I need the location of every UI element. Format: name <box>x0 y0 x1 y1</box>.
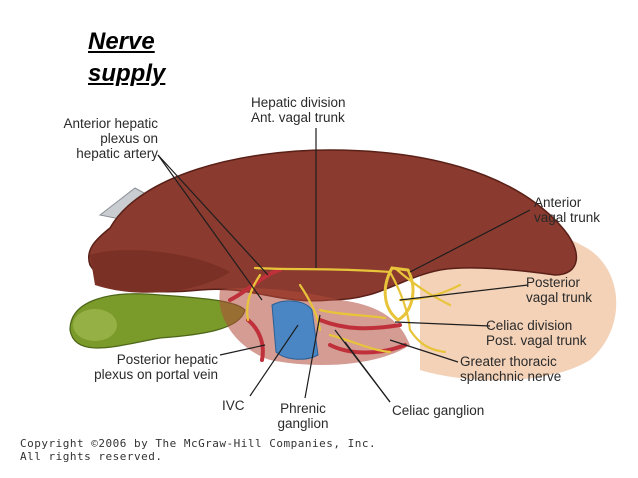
liver-lower-lobe <box>90 250 230 293</box>
label-line: Posterior <box>526 275 581 290</box>
label-anterior-vagal-trunk: Anterior vagal trunk <box>534 195 600 225</box>
label-line: Post. vagal trunk <box>486 333 587 348</box>
title-line-2: supply <box>88 60 166 87</box>
label-line: Ant. vagal trunk <box>251 110 345 125</box>
label-line: Hepatic division <box>251 95 346 110</box>
label-line: Anterior hepatic <box>63 116 158 131</box>
label-line: Posterior hepatic <box>116 352 218 367</box>
label-line: Phrenic <box>280 401 326 416</box>
label-posterior-vagal-trunk: Posterior vagal trunk <box>526 275 592 305</box>
label-celiac-division: Celiac division Post. vagal trunk <box>486 318 587 348</box>
leader-lines <box>157 128 531 403</box>
copyright-notice: Copyright ©2006 by The McGraw-Hill Compa… <box>20 437 376 463</box>
label-ivc: IVC <box>222 398 245 413</box>
title-line-1: Nerve <box>88 28 155 55</box>
label-phrenic-ganglion: Phrenic ganglion <box>268 401 338 431</box>
label-hepatic-division: Hepatic division Ant. vagal trunk <box>251 95 346 125</box>
label-line: splanchnic nerve <box>460 369 562 384</box>
label-line: vagal trunk <box>526 290 593 305</box>
label-greater-thoracic-splanchnic: Greater thoracic splanchnic nerve <box>460 354 561 384</box>
label-line: Anterior <box>534 195 582 210</box>
label-line: plexus on portal vein <box>94 367 218 382</box>
label-line: Celiac ganglion <box>392 403 485 418</box>
label-posterior-hepatic-plexus: Posterior hepatic plexus on portal vein <box>46 352 218 382</box>
label-celiac-ganglion: Celiac ganglion <box>392 403 484 418</box>
label-line: IVC <box>222 398 245 413</box>
label-anterior-hepatic-plexus: Anterior hepatic plexus on hepatic arter… <box>22 116 158 161</box>
label-line: Greater thoracic <box>460 354 557 369</box>
label-line: plexus on <box>100 131 158 146</box>
copyright-line: Copyright ©2006 by The McGraw-Hill Compa… <box>20 437 377 450</box>
label-line: hepatic artery <box>76 146 158 161</box>
label-line: Celiac division <box>486 318 573 333</box>
slide-title: Nerve supply <box>88 26 165 90</box>
label-line: ganglion <box>277 416 329 431</box>
copyright-line: All rights reserved. <box>20 450 163 463</box>
label-line: vagal trunk <box>534 210 601 225</box>
vagal-loop <box>383 266 415 322</box>
